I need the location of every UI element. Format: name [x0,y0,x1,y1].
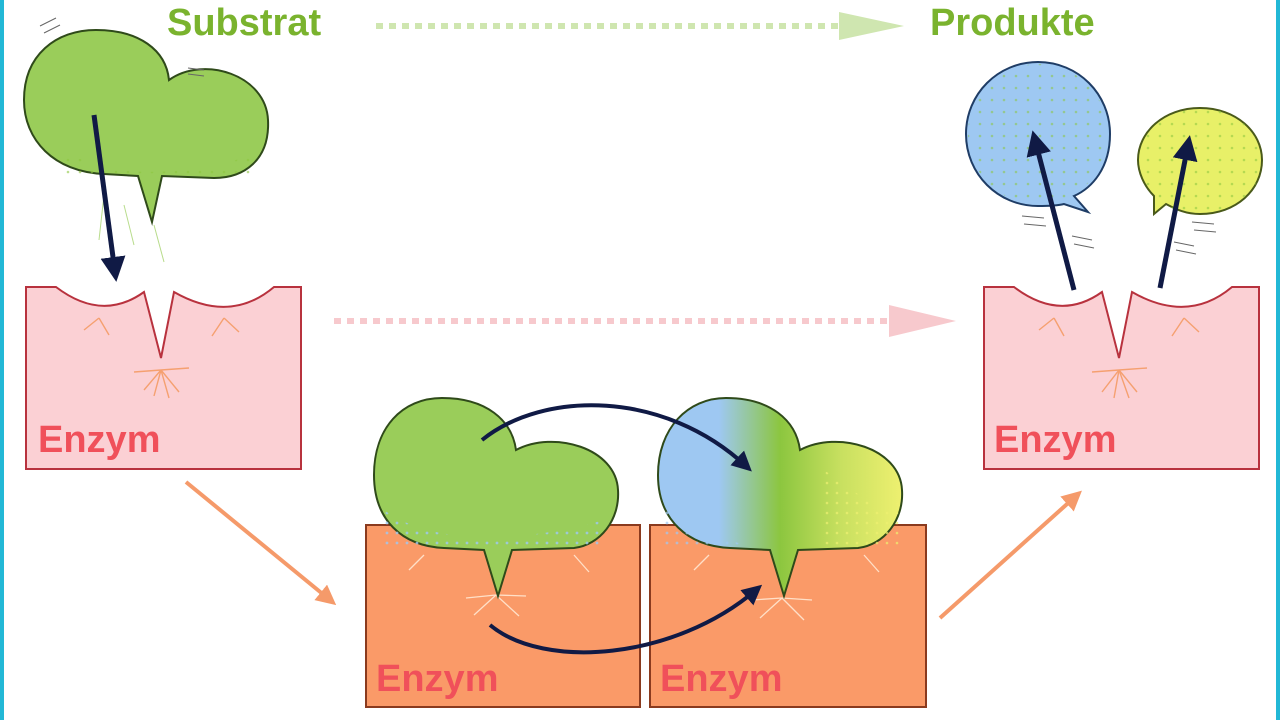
substrate-label: Substrat [167,2,322,44]
release-arrow-yellow [1157,135,1198,289]
enzyme-label-left: Enzym [38,419,161,461]
active-site-sparkles [83,317,240,399]
transition-molecule [656,396,904,600]
step-arrow-up [938,490,1082,620]
motion-dots [98,194,165,263]
substrate-molecule [22,17,270,263]
motion-lines [1173,221,1217,255]
enzyme-label-right: Enzym [994,419,1117,461]
product-yellow-molecule [1136,106,1264,255]
enzyme-right [983,286,1260,470]
bound-substrate [372,396,620,600]
binding-arrow [91,114,126,282]
enzyme-label-bottom-right: Enzym [660,658,783,700]
step-arrow-down [184,480,337,606]
motion-lines [1021,215,1095,249]
diagram-canvas [22,12,1264,708]
conversion-arrow-top [480,403,752,472]
top-process-arrow [376,12,904,40]
middle-process-arrow [334,305,956,337]
conversion-arrow-bottom [488,584,763,655]
release-arrow-blue [1026,130,1077,291]
enzyme-left [25,286,302,470]
motion-lines [39,17,205,77]
products-label: Produkte [930,2,1095,44]
active-site-sparkles [1038,317,1200,399]
enzyme-label-bottom-left: Enzym [376,658,499,700]
